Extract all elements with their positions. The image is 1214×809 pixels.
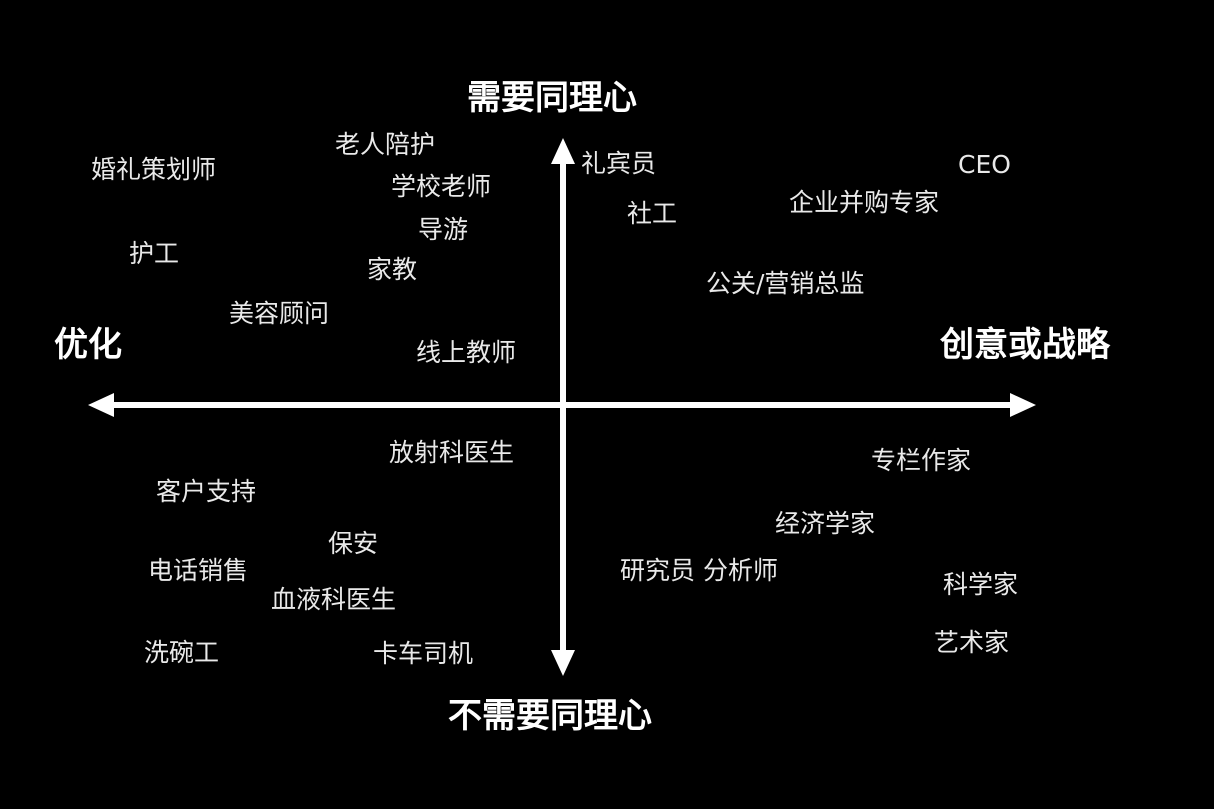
- job-tour-guide: 导游: [418, 215, 469, 244]
- job-radiologist: 放射科医生: [389, 438, 515, 467]
- job-wedding-planner: 婚礼策划师: [91, 155, 217, 184]
- job-ceo: CEO: [958, 150, 1011, 179]
- job-hematologist: 血液科医生: [271, 585, 397, 614]
- job-scientist: 科学家: [943, 570, 1019, 599]
- job-social-worker: 社工: [627, 199, 678, 228]
- job-telesales: 电话销售: [148, 556, 249, 585]
- job-pr-marketing: 公关/营销总监: [706, 269, 865, 298]
- job-economist: 经济学家: [775, 509, 876, 538]
- left-arrowhead: [88, 393, 114, 417]
- job-tutor: 家教: [367, 255, 418, 284]
- job-caregiver: 护工: [129, 239, 180, 268]
- job-artist: 艺术家: [934, 628, 1010, 657]
- axis-label-bottom: 不需要同理心: [448, 696, 652, 736]
- job-ma-expert: 企业并购专家: [789, 188, 940, 217]
- job-customer-support: 客户支持: [156, 477, 257, 506]
- right-arrowhead: [1010, 393, 1036, 417]
- job-receptionist: 礼宾员: [581, 149, 657, 178]
- job-security-guard: 保安: [328, 529, 379, 558]
- job-truck-driver: 卡车司机: [373, 639, 474, 668]
- top-arrowhead: [551, 138, 575, 164]
- axis-label-left: 优化: [54, 325, 122, 365]
- job-beauty-consultant: 美容顾问: [229, 299, 330, 328]
- bottom-arrowhead: [551, 650, 575, 676]
- job-elder-care: 老人陪护: [335, 130, 436, 159]
- job-school-teacher: 学校老师: [391, 172, 492, 201]
- job-online-teacher: 线上教师: [416, 338, 517, 367]
- axis-label-right: 创意或战略: [940, 325, 1110, 365]
- job-columnist: 专栏作家: [871, 446, 972, 475]
- axis-label-top: 需要同理心: [467, 78, 637, 118]
- job-researcher-analyst: 研究员 分析师: [620, 556, 778, 585]
- job-dishwasher: 洗碗工: [144, 638, 220, 667]
